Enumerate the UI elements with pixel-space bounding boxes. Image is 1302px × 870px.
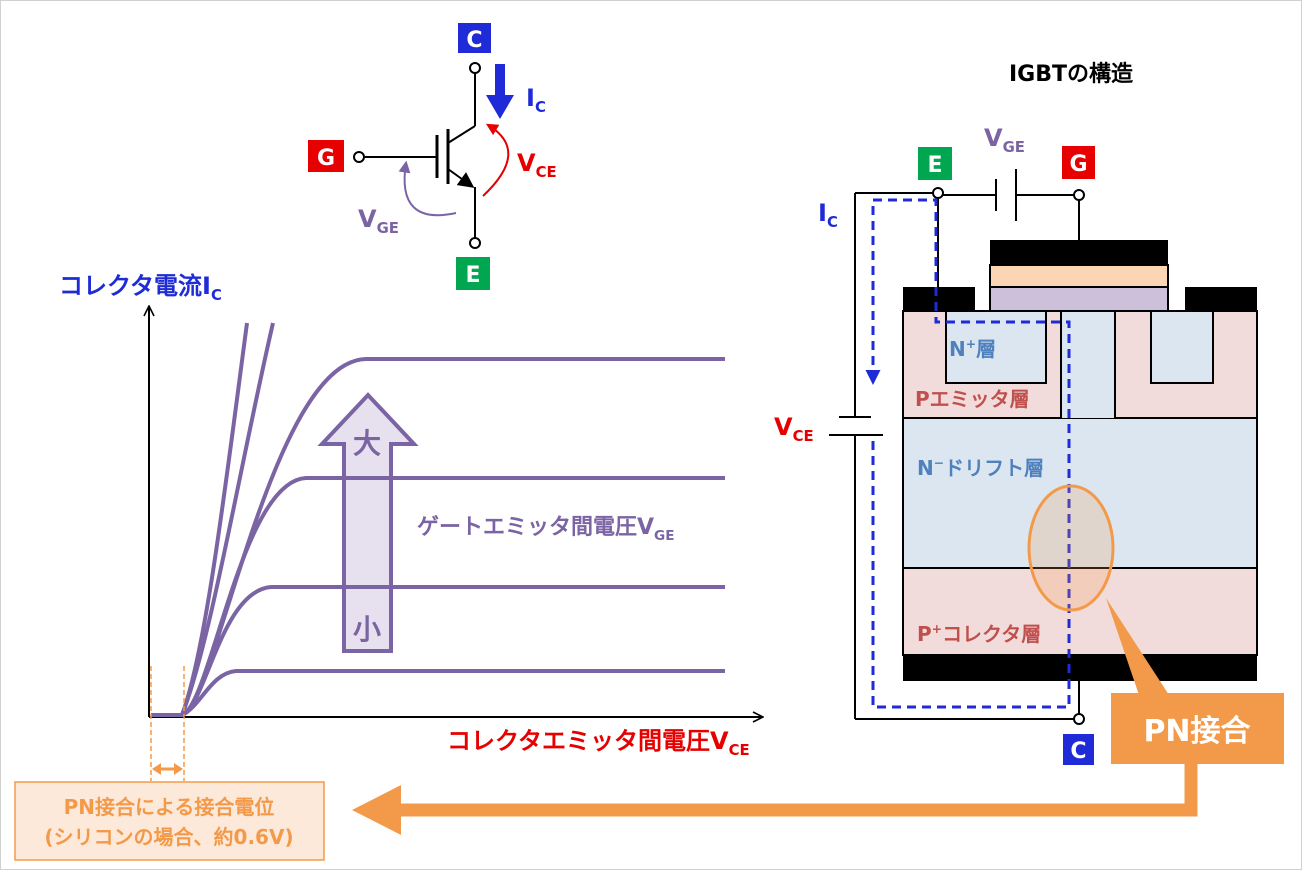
n-plus-layer-label: N+層 bbox=[949, 336, 996, 361]
callout-pointer bbox=[1106, 598, 1169, 695]
current-return-path bbox=[871, 441, 1071, 709]
structure-terminal-e-badge bbox=[918, 147, 952, 180]
curve-steep-2 bbox=[180, 322, 275, 716]
pn-junction-label: PN接合 bbox=[1143, 714, 1250, 749]
igbt-symbol: C G E IC VCE VGE bbox=[308, 23, 557, 290]
characteristic-graph: コレクタ電流IC コレクタエミッタ間電圧VCE 大 小 ゲートエミッタ間電圧VG… bbox=[14, 272, 763, 861]
output-curves bbox=[151, 322, 725, 717]
pn-junction-ellipse bbox=[1027, 484, 1115, 612]
symbol-vge-label: VGE bbox=[358, 205, 399, 237]
collector-metal bbox=[903, 655, 1257, 681]
terminal-c-label: C bbox=[466, 28, 482, 53]
p-collector-layer-label: P+コレクタ層 bbox=[917, 621, 1041, 646]
igbt-structure: IGBTの構造 N+層 Pエミッタ層 N−ドリフト層 P+コレクタ層 bbox=[352, 61, 1284, 835]
n-plus-region-right bbox=[1150, 310, 1214, 384]
emitter-arrow-icon bbox=[447, 168, 475, 188]
emitter-metal-right bbox=[1185, 287, 1257, 311]
connector-line bbox=[391, 764, 1198, 817]
vce-curve-arrow-icon bbox=[482, 123, 510, 197]
gate-poly bbox=[989, 264, 1169, 288]
built-in-line2: (シリコンの場合、約0.6V) bbox=[44, 825, 293, 849]
x-axis-label: コレクタエミッタ間電圧VCE bbox=[447, 727, 750, 759]
n-drift-layer bbox=[902, 417, 1258, 569]
structure-title: IGBTの構造 bbox=[1009, 61, 1133, 87]
emitter-metal-left bbox=[903, 287, 975, 311]
structure-terminal-c-badge bbox=[1063, 734, 1094, 765]
terminal-e-badge bbox=[456, 257, 490, 290]
arrow-small-label: 小 bbox=[353, 613, 381, 646]
built-in-potential-box bbox=[14, 781, 325, 861]
structure-ic-label: IC bbox=[818, 199, 838, 231]
structure-terminal-c-label: C bbox=[1070, 739, 1086, 764]
ic-arrow-icon bbox=[486, 64, 514, 119]
gate-metal bbox=[990, 240, 1168, 265]
built-in-line1: PN接合による接合電位 bbox=[64, 795, 275, 819]
terminal-g-badge bbox=[308, 140, 344, 172]
structure-terminal-g-badge bbox=[1062, 146, 1095, 179]
structure-vce-label: VCE bbox=[774, 413, 814, 445]
structure-terminal-e-label: E bbox=[927, 153, 942, 178]
symbol-ic-label: IC bbox=[526, 84, 546, 116]
vge-parameter-label: ゲートエミッタ間電圧VGE bbox=[417, 515, 675, 544]
emitter-node bbox=[469, 237, 481, 249]
vge-curve-arrow-icon bbox=[398, 160, 457, 217]
connector-arrow-icon bbox=[352, 785, 401, 835]
collector-node bbox=[469, 62, 481, 74]
y-axis-label: コレクタ電流IC bbox=[59, 272, 222, 304]
built-in-width-arrow-icon bbox=[152, 763, 183, 775]
structure-emitter-node bbox=[932, 187, 944, 199]
symbol-vce-label: VCE bbox=[517, 149, 557, 181]
n-drift-layer-label: N−ドリフト層 bbox=[917, 455, 1044, 480]
structure-gate-node bbox=[1073, 189, 1085, 201]
curve-vge-4 bbox=[151, 476, 725, 717]
arrow-big-label: 大 bbox=[353, 427, 381, 460]
current-path-icon bbox=[865, 198, 1071, 688]
terminal-e-label: E bbox=[465, 263, 480, 288]
p-emitter-layer-label: Pエミッタ層 bbox=[915, 387, 1030, 411]
terminal-c-badge bbox=[458, 23, 491, 53]
external-circuit bbox=[829, 169, 1080, 720]
curve-vge-2 bbox=[151, 669, 725, 717]
structure-collector-node bbox=[1073, 713, 1085, 725]
collector-diagonal bbox=[447, 125, 476, 144]
gate-node bbox=[353, 151, 365, 163]
terminal-g-label: G bbox=[317, 146, 335, 171]
curve-vge-3 bbox=[151, 585, 725, 717]
gate-oxide bbox=[989, 286, 1169, 312]
pn-junction-callout bbox=[1111, 693, 1284, 764]
structure-vge-label: VGE bbox=[984, 124, 1025, 156]
structure-terminal-g-label: G bbox=[1069, 152, 1087, 177]
